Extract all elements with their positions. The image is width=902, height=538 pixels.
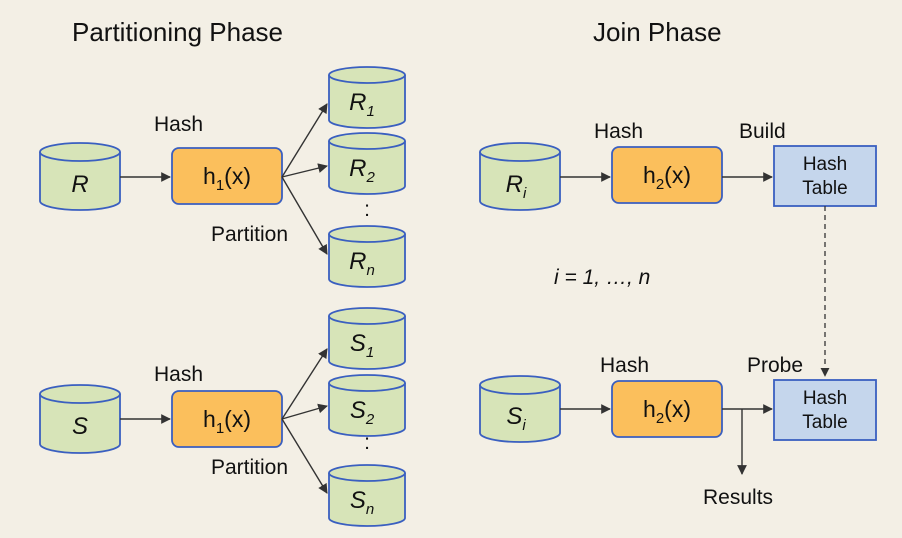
hash-table-probe-line1: Hash xyxy=(803,388,847,409)
hash-table-build-line1: Hash xyxy=(803,154,847,175)
h2-build-sub: 2 xyxy=(656,176,664,193)
join-phase-title: Join Phase xyxy=(593,17,722,47)
cylinder-r2: R2 xyxy=(328,132,406,195)
cylinder-ri: Ri xyxy=(479,142,561,211)
ri-sub: i xyxy=(523,185,527,202)
s1-base: S xyxy=(350,330,366,357)
hash-function-h2-build: h2(x) xyxy=(611,146,723,204)
svg-text:h2(x): h2(x) xyxy=(643,162,691,193)
partitioning-phase-title: Partitioning Phase xyxy=(72,17,283,47)
h1-s-base: h xyxy=(203,406,216,432)
iteration-label: i = 1, …, n xyxy=(554,266,650,289)
si-base: S xyxy=(506,403,522,430)
cylinder-r-label: R xyxy=(71,171,88,198)
svg-text:S2: S2 xyxy=(350,397,375,428)
r-hash-label: Hash xyxy=(154,113,203,136)
r1-sub: 1 xyxy=(367,103,375,120)
arrow-h1-to-rn xyxy=(281,176,328,255)
s1-sub: 1 xyxy=(366,344,374,361)
build-label: Build xyxy=(739,120,786,143)
r1-base: R xyxy=(349,89,366,116)
svg-text:R2: R2 xyxy=(349,155,375,186)
svg-text:Ri: Ri xyxy=(506,171,527,202)
cylinder-s2: S2 xyxy=(328,374,406,437)
cylinder-r1: R1 xyxy=(328,66,406,129)
svg-text:h1(x): h1(x) xyxy=(203,406,251,437)
hash-function-h1-s: h1(x) xyxy=(171,390,283,448)
cylinder-s1: S1 xyxy=(328,307,406,370)
arrow-h1-to-r1 xyxy=(281,103,328,178)
r-partition-group: R Hash h1(x) Partition R1 R2 : xyxy=(39,66,406,288)
cylinder-r: R xyxy=(39,142,121,211)
hash-function-h1-r: h1(x) xyxy=(171,147,283,205)
rn-base: R xyxy=(349,248,366,275)
s2-sub: 2 xyxy=(365,411,375,428)
svg-text:Si: Si xyxy=(506,403,526,434)
cylinder-si: Si xyxy=(479,375,561,443)
h2-probe-sub: 2 xyxy=(656,410,664,427)
cylinder-sn: Sn xyxy=(328,464,406,527)
svg-text:S1: S1 xyxy=(350,330,374,361)
arrow-h1-to-s2 xyxy=(281,403,328,420)
ri-base: R xyxy=(506,171,523,198)
r-partition-label: Partition xyxy=(211,223,288,246)
cylinder-s-label: S xyxy=(72,413,88,440)
r2-base: R xyxy=(349,155,366,182)
sn-sub: n xyxy=(366,501,374,518)
join-build-row: Ri Hash h2(x) Build Hash Table xyxy=(479,120,877,211)
s2-base: S xyxy=(350,397,366,424)
hash-table-build-line2: Table xyxy=(802,178,847,199)
r2-sub: 2 xyxy=(366,169,376,186)
join-probe-row: Si Hash h2(x) Probe Hash Table Results xyxy=(479,354,877,509)
h2-build-tail: (x) xyxy=(664,162,691,188)
cylinder-rn: Rn xyxy=(328,225,406,288)
svg-text:Sn: Sn xyxy=(350,487,374,518)
h1-s-sub: 1 xyxy=(216,420,224,437)
arrow-h1-to-r2 xyxy=(281,163,328,178)
hash-table-build: Hash Table xyxy=(773,145,877,207)
rn-sub: n xyxy=(367,262,375,279)
cylinder-s: S xyxy=(39,384,121,454)
arrow-h1-to-sn xyxy=(281,418,328,494)
probe-label: Probe xyxy=(747,354,803,377)
svg-text:Rn: Rn xyxy=(349,248,375,279)
results-label: Results xyxy=(703,486,773,509)
probe-hash-label: Hash xyxy=(600,354,649,377)
sn-base: S xyxy=(350,487,366,514)
h2-probe-base: h xyxy=(643,396,656,422)
h2-probe-tail: (x) xyxy=(664,396,691,422)
svg-text:h1(x): h1(x) xyxy=(203,163,251,194)
h1-r-sub: 1 xyxy=(216,177,224,194)
build-hash-label: Hash xyxy=(594,120,643,143)
svg-text:R1: R1 xyxy=(349,89,375,120)
svg-text:h2(x): h2(x) xyxy=(643,396,691,427)
hash-table-probe: Hash Table xyxy=(773,379,877,441)
s-hash-label: Hash xyxy=(154,363,203,386)
h1-s-tail: (x) xyxy=(224,406,251,432)
arrow-h1-to-s1 xyxy=(281,348,328,420)
h1-r-tail: (x) xyxy=(224,163,251,189)
s-partition-group: S Hash h1(x) Partition S1 S2 : xyxy=(39,307,406,527)
r-ellipsis: : xyxy=(364,198,370,221)
si-sub: i xyxy=(522,417,526,434)
h1-r-base: h xyxy=(203,163,216,189)
s-ellipsis: : xyxy=(364,431,370,454)
h2-build-base: h xyxy=(643,162,656,188)
s-partition-label: Partition xyxy=(211,456,288,479)
hash-table-probe-line2: Table xyxy=(802,412,847,433)
hash-function-h2-probe: h2(x) xyxy=(611,380,723,438)
